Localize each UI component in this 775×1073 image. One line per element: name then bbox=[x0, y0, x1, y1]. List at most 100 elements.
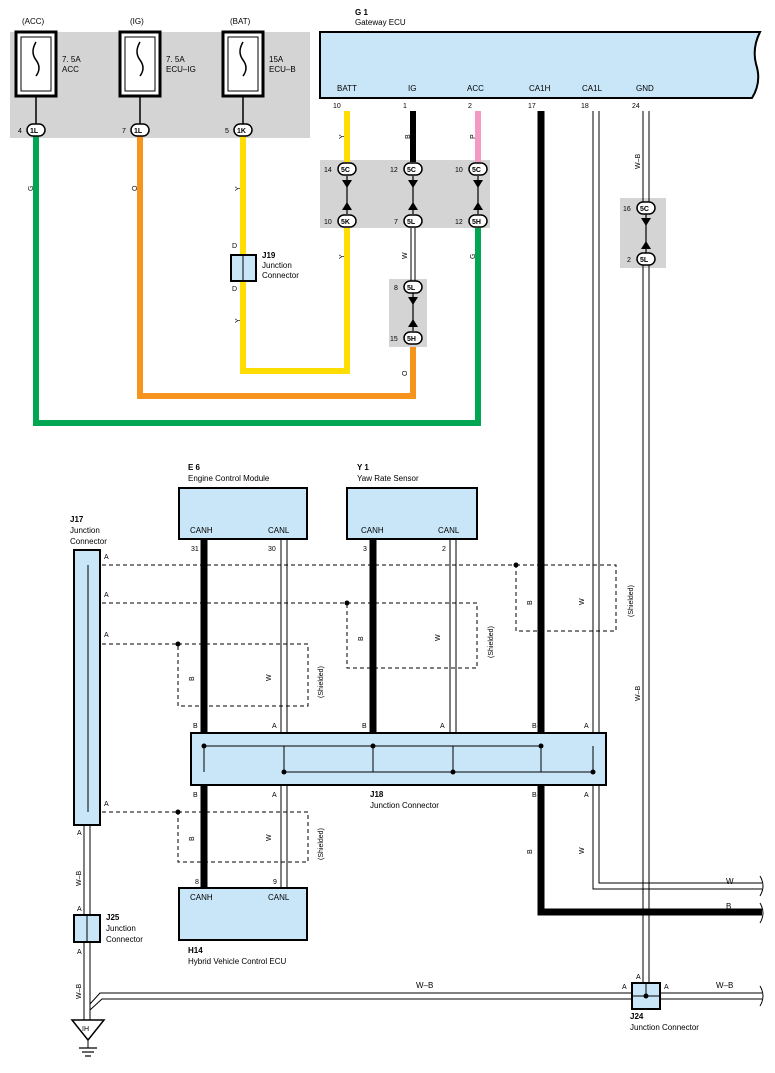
svg-text:A: A bbox=[440, 723, 445, 730]
svg-text:W: W bbox=[402, 252, 409, 259]
svg-text:(IG): (IG) bbox=[130, 17, 144, 26]
wire-yellow-2 bbox=[240, 228, 350, 374]
svg-text:A: A bbox=[104, 632, 109, 639]
svg-text:ECU–B: ECU–B bbox=[269, 65, 296, 74]
svg-text:5K: 5K bbox=[341, 219, 350, 226]
svg-text:G 1: G 1 bbox=[355, 8, 368, 17]
yaw-rate-sensor: Y 1 Yaw Rate Sensor CANH CANL 3 2 bbox=[346, 463, 478, 553]
svg-text:CA1L: CA1L bbox=[582, 84, 603, 93]
svg-text:5L: 5L bbox=[407, 285, 416, 292]
svg-text:Yaw Rate Sensor: Yaw Rate Sensor bbox=[357, 474, 419, 483]
svg-text:W–B: W–B bbox=[76, 984, 83, 1000]
svg-text:3: 3 bbox=[363, 546, 367, 553]
svg-text:1: 1 bbox=[403, 103, 407, 110]
svg-text:W: W bbox=[435, 634, 442, 641]
svg-text:B: B bbox=[532, 792, 537, 799]
svg-text:W: W bbox=[726, 877, 734, 886]
svg-text:8: 8 bbox=[195, 879, 199, 886]
svg-text:5C: 5C bbox=[472, 167, 481, 174]
svg-text:(Shielded): (Shielded) bbox=[318, 666, 325, 698]
svg-text:2: 2 bbox=[468, 103, 472, 110]
svg-text:16: 16 bbox=[623, 206, 631, 213]
svg-text:(BAT): (BAT) bbox=[230, 17, 251, 26]
svg-text:Engine Control Module: Engine Control Module bbox=[188, 474, 270, 483]
svg-text:D: D bbox=[232, 286, 237, 293]
svg-text:Gateway ECU: Gateway ECU bbox=[355, 18, 406, 27]
svg-text:W: W bbox=[579, 847, 586, 854]
svg-text:A: A bbox=[272, 792, 277, 799]
svg-text:Junction Connector: Junction Connector bbox=[370, 801, 439, 810]
svg-text:5L: 5L bbox=[640, 257, 649, 264]
j17-junction-connector: J17 Junction Connector A A A A A bbox=[70, 515, 109, 837]
svg-text:Y 1: Y 1 bbox=[357, 463, 369, 472]
svg-text:G: G bbox=[28, 186, 35, 191]
svg-text:12: 12 bbox=[455, 219, 463, 226]
svg-text:H14: H14 bbox=[188, 946, 203, 955]
svg-text:12: 12 bbox=[390, 167, 398, 174]
svg-text:B: B bbox=[527, 600, 534, 605]
svg-text:W–B: W–B bbox=[416, 981, 433, 990]
wire-gnd-wb bbox=[642, 111, 650, 983]
svg-text:(Shielded): (Shielded) bbox=[318, 828, 325, 860]
svg-text:J24: J24 bbox=[630, 1012, 644, 1021]
svg-text:B: B bbox=[189, 836, 196, 841]
svg-text:7. 5A: 7. 5A bbox=[62, 55, 81, 64]
hybrid-vehicle-control-ecu: 8 9 CANH CANL H14 Hybrid Vehicle Control… bbox=[178, 879, 308, 966]
ground-ih: IH bbox=[70, 1019, 106, 1057]
svg-text:CANL: CANL bbox=[268, 526, 290, 535]
svg-text:(ACC): (ACC) bbox=[22, 17, 45, 26]
svg-text:Connector: Connector bbox=[262, 271, 299, 280]
svg-text:J25: J25 bbox=[106, 913, 120, 922]
j18-junction-connector: B A B A B A B A B A J18 Junction Connect… bbox=[190, 723, 607, 810]
svg-text:9: 9 bbox=[273, 879, 277, 886]
connector-1k-bat: 5 1K bbox=[225, 123, 253, 137]
svg-text:7: 7 bbox=[394, 219, 398, 226]
svg-text:30: 30 bbox=[268, 546, 276, 553]
j25-junction-connector: A A J25 Junction Connector bbox=[73, 906, 143, 956]
svg-text:CANH: CANH bbox=[190, 893, 213, 902]
svg-text:10: 10 bbox=[455, 167, 463, 174]
svg-text:A: A bbox=[636, 974, 641, 981]
svg-text:5L: 5L bbox=[407, 219, 416, 226]
svg-text:A: A bbox=[584, 723, 589, 730]
svg-text:(Shielded): (Shielded) bbox=[628, 585, 635, 617]
svg-text:2: 2 bbox=[627, 257, 631, 264]
svg-text:Junction: Junction bbox=[262, 261, 292, 270]
svg-text:Y: Y bbox=[235, 318, 242, 323]
svg-text:14: 14 bbox=[324, 167, 332, 174]
svg-text:J18: J18 bbox=[370, 790, 384, 799]
svg-text:B: B bbox=[532, 723, 537, 730]
svg-text:A: A bbox=[622, 984, 627, 991]
svg-text:Junction: Junction bbox=[106, 924, 136, 933]
wire-ca1h bbox=[537, 111, 762, 916]
svg-text:E 6: E 6 bbox=[188, 463, 201, 472]
svg-text:B: B bbox=[193, 723, 198, 730]
connector-1l-acc: 4 1L bbox=[18, 123, 46, 137]
svg-text:W–B: W–B bbox=[716, 981, 733, 990]
svg-text:31: 31 bbox=[191, 546, 199, 553]
shield-boxes bbox=[88, 564, 617, 863]
svg-text:5H: 5H bbox=[472, 219, 481, 226]
svg-text:2: 2 bbox=[442, 546, 446, 553]
svg-text:A: A bbox=[664, 984, 669, 991]
svg-text:CANL: CANL bbox=[268, 893, 290, 902]
svg-text:5C: 5C bbox=[640, 206, 649, 213]
svg-text:4: 4 bbox=[18, 128, 22, 135]
svg-text:W–B: W–B bbox=[635, 686, 642, 702]
wire-orange bbox=[137, 136, 416, 399]
svg-text:B: B bbox=[362, 723, 367, 730]
j24-junction-connector: A A A J24 Junction Connector bbox=[622, 974, 699, 1032]
svg-text:B: B bbox=[527, 849, 534, 854]
svg-text:A: A bbox=[77, 830, 82, 837]
svg-text:BATT: BATT bbox=[337, 84, 357, 93]
gateway-ecu: G 1 Gateway ECU BATT IG ACC CA1H CA1L GN… bbox=[319, 8, 762, 110]
svg-text:Hybrid Vehicle Control ECU: Hybrid Vehicle Control ECU bbox=[188, 957, 286, 966]
svg-text:Connector: Connector bbox=[106, 935, 143, 944]
svg-text:1L: 1L bbox=[134, 128, 143, 135]
svg-text:CANL: CANL bbox=[438, 526, 460, 535]
svg-text:A: A bbox=[272, 723, 277, 730]
svg-text:A: A bbox=[584, 792, 589, 799]
svg-text:Connector: Connector bbox=[70, 537, 107, 546]
j19-junction-connector: D D J19 Junction Connector bbox=[230, 243, 299, 293]
